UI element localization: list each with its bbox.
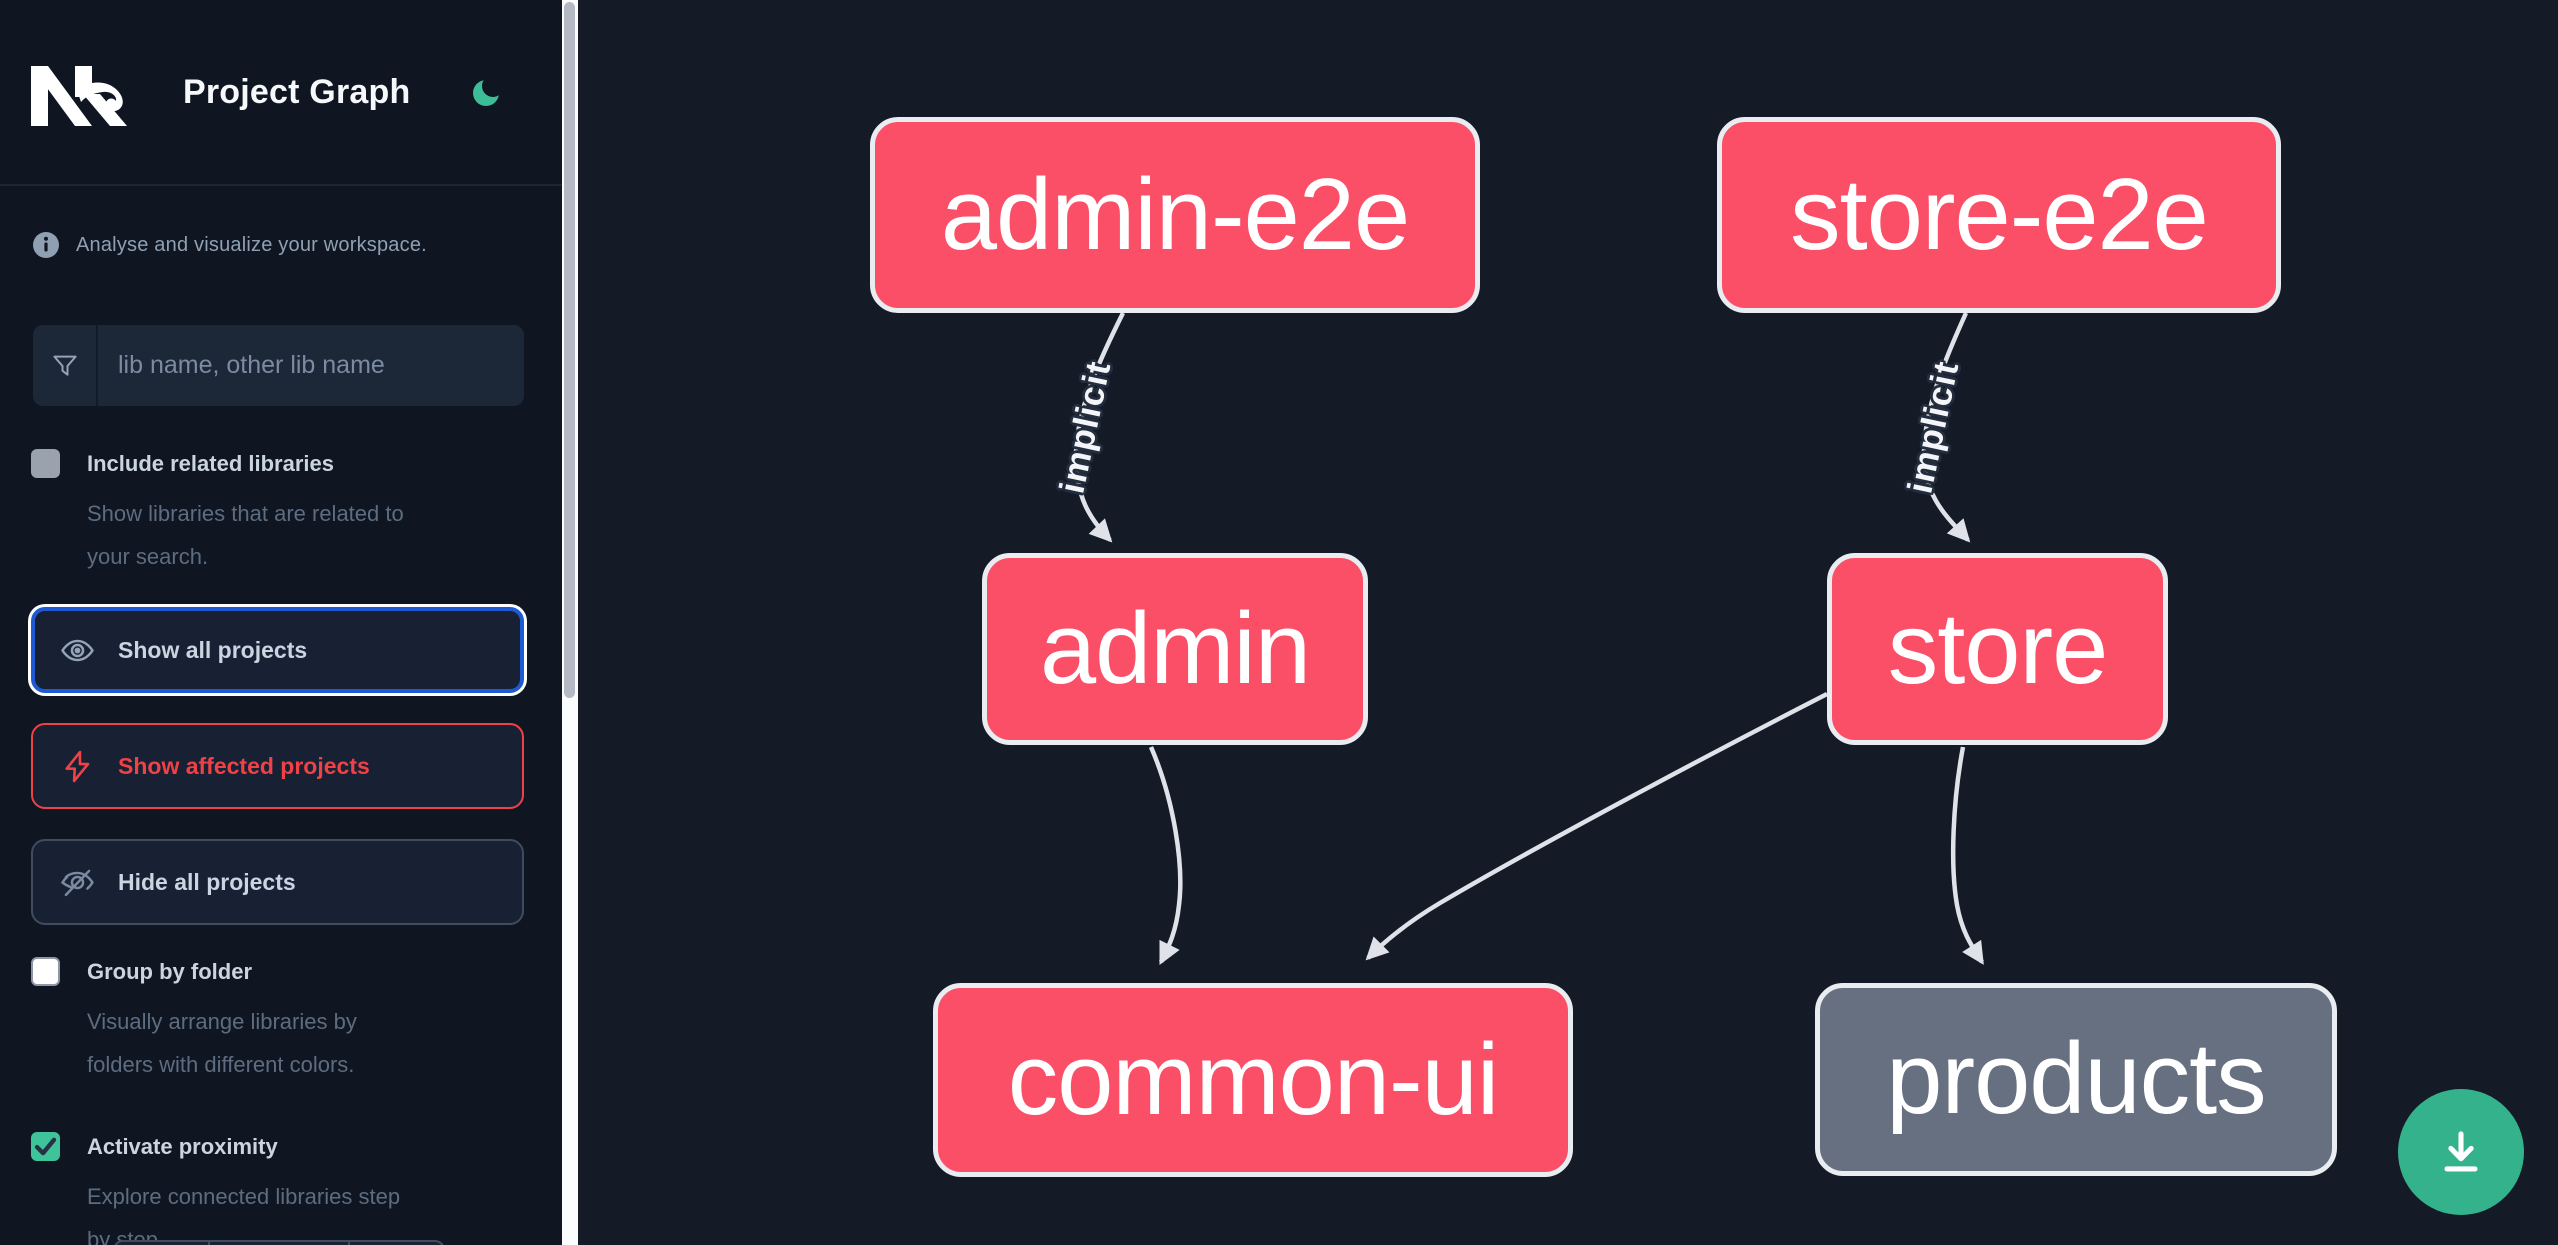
page-title: Project Graph: [183, 72, 411, 111]
hide-all-projects-button[interactable]: Hide all projects: [31, 839, 524, 925]
show-all-projects-button[interactable]: Show all projects: [31, 607, 524, 693]
sidebar: Project Graph Analyse and visualize your…: [0, 0, 562, 1245]
graph-node-common-ui[interactable]: common-ui: [933, 983, 1573, 1177]
checkbox-group-by-folder[interactable]: [31, 957, 60, 986]
info-text: Analyse and visualize your workspace.: [76, 233, 427, 256]
moon-icon[interactable]: [470, 75, 504, 109]
checkbox-description: Visually arrange libraries by folders wi…: [87, 1009, 357, 1077]
button-label: Show all projects: [118, 636, 308, 663]
checkbox-label: Include related libraries: [87, 450, 334, 476]
checkbox-description: Show libraries that are related to your …: [87, 501, 404, 569]
button-label: Show affected projects: [118, 752, 370, 779]
search-input[interactable]: [98, 325, 524, 406]
download-image-button[interactable]: [2398, 1089, 2524, 1215]
show-affected-projects-button[interactable]: Show affected projects: [31, 723, 524, 809]
edge-admin-e2e-admin: [1073, 311, 1126, 543]
graph-node-admin-e2e[interactable]: admin-e2e: [870, 117, 1480, 313]
button-label: Hide all projects: [118, 868, 296, 895]
checkbox-description: Explore connected libraries step by step…: [87, 1184, 401, 1245]
check-icon: [34, 1137, 57, 1156]
sidebar-scrollbar: [562, 0, 578, 1245]
edge-store-products: [1950, 746, 1984, 965]
edge-store-common-ui: [1365, 691, 1829, 961]
nx-logo-icon: [31, 66, 127, 126]
checkbox-label: Activate proximity: [87, 1133, 278, 1159]
edge-store-e2e-store: [1921, 312, 1971, 543]
bolt-icon: [65, 750, 90, 782]
graph-node-store-e2e[interactable]: store-e2e: [1717, 117, 2281, 313]
project-graph-canvas[interactable]: implicit implicit admin-e2e store-e2e ad…: [578, 0, 2558, 1245]
graph-node-admin[interactable]: admin: [982, 553, 1368, 745]
checkbox-row-group-by-folder: Group by folder Visually arrange librari…: [31, 957, 501, 1086]
sidebar-scrollbar-thumb[interactable]: [564, 2, 575, 698]
checkbox-row-activate-proximity: Activate proximity Explore connected lib…: [31, 1132, 501, 1245]
graph-node-store[interactable]: store: [1827, 553, 2168, 745]
checkbox-activate-proximity[interactable]: [31, 1132, 60, 1161]
eye-off-icon: [60, 869, 94, 896]
sidebar-header: Project Graph: [0, 0, 562, 186]
proximity-stepper[interactable]: [113, 1240, 445, 1245]
checkbox-row-include-related: Include related libraries Show libraries…: [31, 449, 501, 578]
download-icon: [2444, 1131, 2478, 1172]
graph-edges: [1073, 311, 1984, 966]
graph-node-products[interactable]: products: [1815, 983, 2337, 1176]
checkbox-label: Group by folder: [87, 958, 252, 984]
eye-icon: [61, 639, 94, 661]
checkbox-include-related[interactable]: [31, 449, 60, 478]
funnel-filter-icon: [33, 325, 98, 406]
info-icon: [33, 232, 59, 258]
edge-admin-common-ui: [1148, 746, 1183, 966]
search-box: [33, 325, 524, 406]
workspace-info: Analyse and visualize your workspace.: [33, 232, 427, 258]
